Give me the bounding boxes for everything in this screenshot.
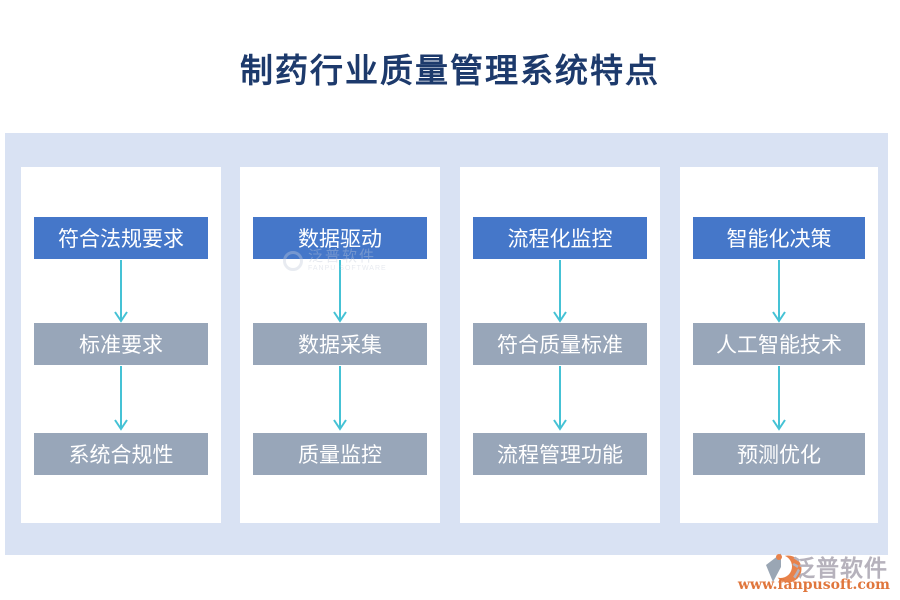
- down-arrow-icon: [553, 260, 567, 323]
- down-arrow-icon: [553, 366, 567, 431]
- brand-name: 泛普软件: [792, 555, 888, 582]
- flow-item-label: 流程管理功能: [497, 443, 623, 467]
- column-header-label: 智能化决策: [726, 227, 832, 251]
- flow-item: 标准要求: [34, 323, 208, 365]
- column-header-label: 符合法规要求: [58, 227, 184, 251]
- down-arrow-icon: [333, 366, 347, 431]
- feature-column-data-driven: 数据驱动 数据采集 质量监控: [240, 167, 440, 523]
- column-header: 流程化监控: [473, 217, 647, 259]
- flow-item: 流程管理功能: [473, 433, 647, 475]
- down-arrow-icon: [772, 366, 786, 431]
- column-header: 数据驱动: [253, 217, 427, 259]
- flow-item-label: 系统合规性: [68, 443, 174, 467]
- watermark-subname: FANPU SOFTWARE: [308, 265, 387, 272]
- down-arrow-icon: [114, 366, 128, 431]
- flow-item-label: 数据采集: [298, 333, 382, 357]
- feature-column-intelligent-decision: 智能化决策 人工智能技术 预测优化: [680, 167, 878, 523]
- down-arrow-icon: [114, 260, 128, 323]
- flow-item-label: 质量监控: [298, 443, 382, 467]
- brand-url: www.fanpusoft.com: [737, 577, 890, 593]
- flow-item: 符合质量标准: [473, 323, 647, 365]
- flow-item-label: 标准要求: [79, 333, 163, 357]
- flow-item: 系统合规性: [34, 433, 208, 475]
- column-header: 智能化决策: [693, 217, 865, 259]
- watermark-logo-icon: [283, 251, 303, 271]
- column-header-label: 数据驱动: [298, 227, 382, 251]
- watermark-text: 泛普软件 FANPU SOFTWARE: [308, 249, 387, 273]
- down-arrow-icon: [772, 260, 786, 323]
- flow-item: 预测优化: [693, 433, 865, 475]
- column-header: 符合法规要求: [34, 217, 208, 259]
- flow-item-label: 符合质量标准: [497, 333, 623, 357]
- watermark: 泛普软件 FANPU SOFTWARE: [283, 249, 387, 273]
- page-title: 制药行业质量管理系统特点: [240, 51, 660, 90]
- watermark-name: 泛普软件: [308, 247, 377, 265]
- feature-column-compliance: 符合法规要求 标准要求 系统合规性: [21, 167, 221, 523]
- feature-column-process-monitoring: 流程化监控 符合质量标准 流程管理功能: [460, 167, 660, 523]
- flow-item-label: 人工智能技术: [716, 333, 842, 357]
- flow-item: 数据采集: [253, 323, 427, 365]
- fanpu-logo-icon: [766, 553, 802, 583]
- column-header-label: 流程化监控: [507, 227, 613, 251]
- down-arrow-icon: [333, 260, 347, 323]
- flow-item: 人工智能技术: [693, 323, 865, 365]
- flow-item: 质量监控: [253, 433, 427, 475]
- flow-item-label: 预测优化: [737, 443, 821, 467]
